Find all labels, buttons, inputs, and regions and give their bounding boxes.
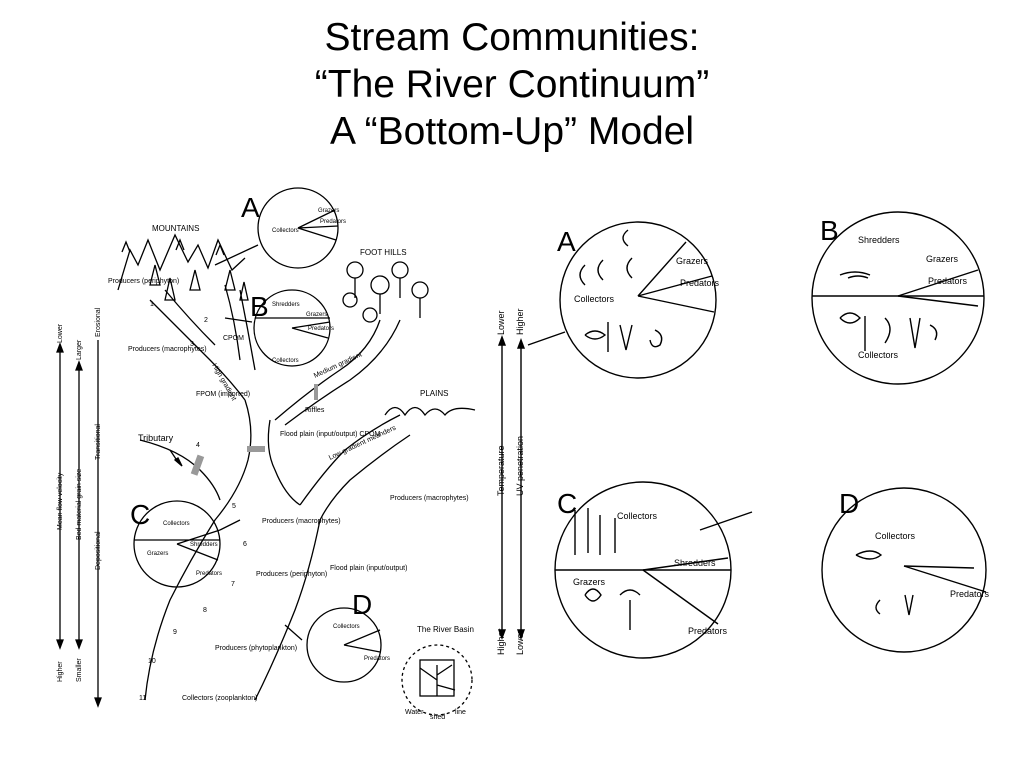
circB-predators: Predators [308,326,334,332]
marker-c-right: C [557,488,578,519]
zoomD-collectors: Collectors [875,531,916,541]
ann-shed: shed [430,714,445,721]
raxis-higher-2: Higher [496,628,506,655]
axis-bed-material: Bed material grain size [76,469,83,540]
circD-collectors: Collectors [333,624,360,630]
order-4: 4 [196,442,200,449]
order-3: 3 [190,341,194,348]
raxis-temperature: Temperature [496,445,506,496]
circB-collectors: Collectors [272,358,299,364]
raxis-uv-penetration: UV penetration [515,436,525,496]
marker-a-right: A [557,226,576,257]
title-line-2: “The River Continuum” [314,63,710,106]
title-line-1: Stream Communities: [324,16,700,59]
order-7: 7 [231,581,235,588]
slide-title: Stream Communities: “The River Continuum… [0,14,1024,155]
circA-collectors: Collectors [272,228,299,234]
ann-flood-plain-cpom: Flood plain (input/output) CPOM [280,431,381,438]
label-river-basin: The River Basin [417,625,474,634]
marker-b-left: B [250,291,269,322]
marker-b-right: B [820,215,839,246]
zoomA-collectors: Collectors [574,294,615,304]
title-line-3: A “Bottom-Up” Model [329,110,695,153]
ann-producers-macrophytes-2: Producers (macrophytes) [390,495,469,502]
circC-predators: Predators [196,571,222,577]
order-10: 10 [148,658,156,665]
axis-lower: Lower [57,323,64,343]
ann-flood-plain: Flood plain (input/output) [330,565,407,572]
ann-fpom: FPOM (imported) [196,391,250,398]
ann-producers-macrophytes-3: Producers (macrophytes) [262,518,341,525]
zoomC-shredders: Shredders [674,558,716,568]
circA-grazers: Grazers [318,208,339,214]
order-8: 8 [203,607,207,614]
ann-line: line [455,709,466,716]
axis-higher: Higher [57,661,64,682]
label-foot-hills: FOOT HILLS [360,248,407,257]
label-mountains: MOUNTAINS [152,224,199,233]
order-2: 2 [204,317,208,324]
ann-producers-periphyton-2: Producers (periphyton) [256,571,327,578]
raxis-lower-2: Lower [515,630,525,655]
marker-a-left: A [241,192,260,223]
zoomC-predators: Predators [688,626,728,636]
zoomA-grazers: Grazers [676,256,709,266]
order-1: 1 [150,301,154,308]
axis-depositional: Depositional [95,531,102,570]
ann-collectors-zooplankton: Collectors (zooplankton) [182,695,257,702]
circC-collectors: Collectors [163,521,190,527]
zoomC-collectors: Collectors [617,511,658,521]
circB-shredders: Shredders [272,302,300,308]
ann-producers-periphyton: Producers (periphyton) [108,278,179,285]
zoomB-grazers: Grazers [926,254,959,264]
zoomB-collectors: Collectors [858,350,899,360]
raxis-lower: Lower [496,310,506,335]
zoomA-predators: Predators [680,278,720,288]
ann-producers-macrophytes: Producers (macrophytes) [128,346,207,353]
axis-mean-flow-velocity: Mean flow velocity [57,472,64,530]
order-6: 6 [243,541,247,548]
ann-water: Water [405,709,424,716]
zoomB-predators: Predators [928,276,968,286]
axis-larger: Larger [76,339,83,360]
ann-riffles: Riffles [305,407,325,414]
raxis-higher: Higher [515,308,525,335]
label-plains: PLAINS [420,389,448,398]
circA-predators: Predators [320,219,346,225]
circB-grazers: Grazers [306,312,327,318]
ann-producers-phytoplankton: Producers (phytoplankton) [215,645,297,652]
ann-tributary: Tributary [138,433,174,443]
marker-d-left: D [352,589,373,620]
axis-erosional: Erosional [95,307,102,337]
zoomB-shredders: Shredders [858,235,900,245]
order-11: 11 [139,695,146,702]
marker-c-left: C [130,499,151,530]
order-5: 5 [232,503,236,510]
order-9: 9 [173,629,177,636]
circC-shredders: Shredders [190,542,218,548]
zoomC-grazers: Grazers [573,577,606,587]
axis-smaller: Smaller [76,658,83,682]
ann-cpom: CPOM [223,335,244,342]
circC-grazers: Grazers [147,551,168,557]
marker-d-right: D [839,488,860,519]
zoomD-predators: Predators [950,589,990,599]
circD-predators: Predators [364,656,390,662]
axis-transitional: Transitional [95,424,102,460]
